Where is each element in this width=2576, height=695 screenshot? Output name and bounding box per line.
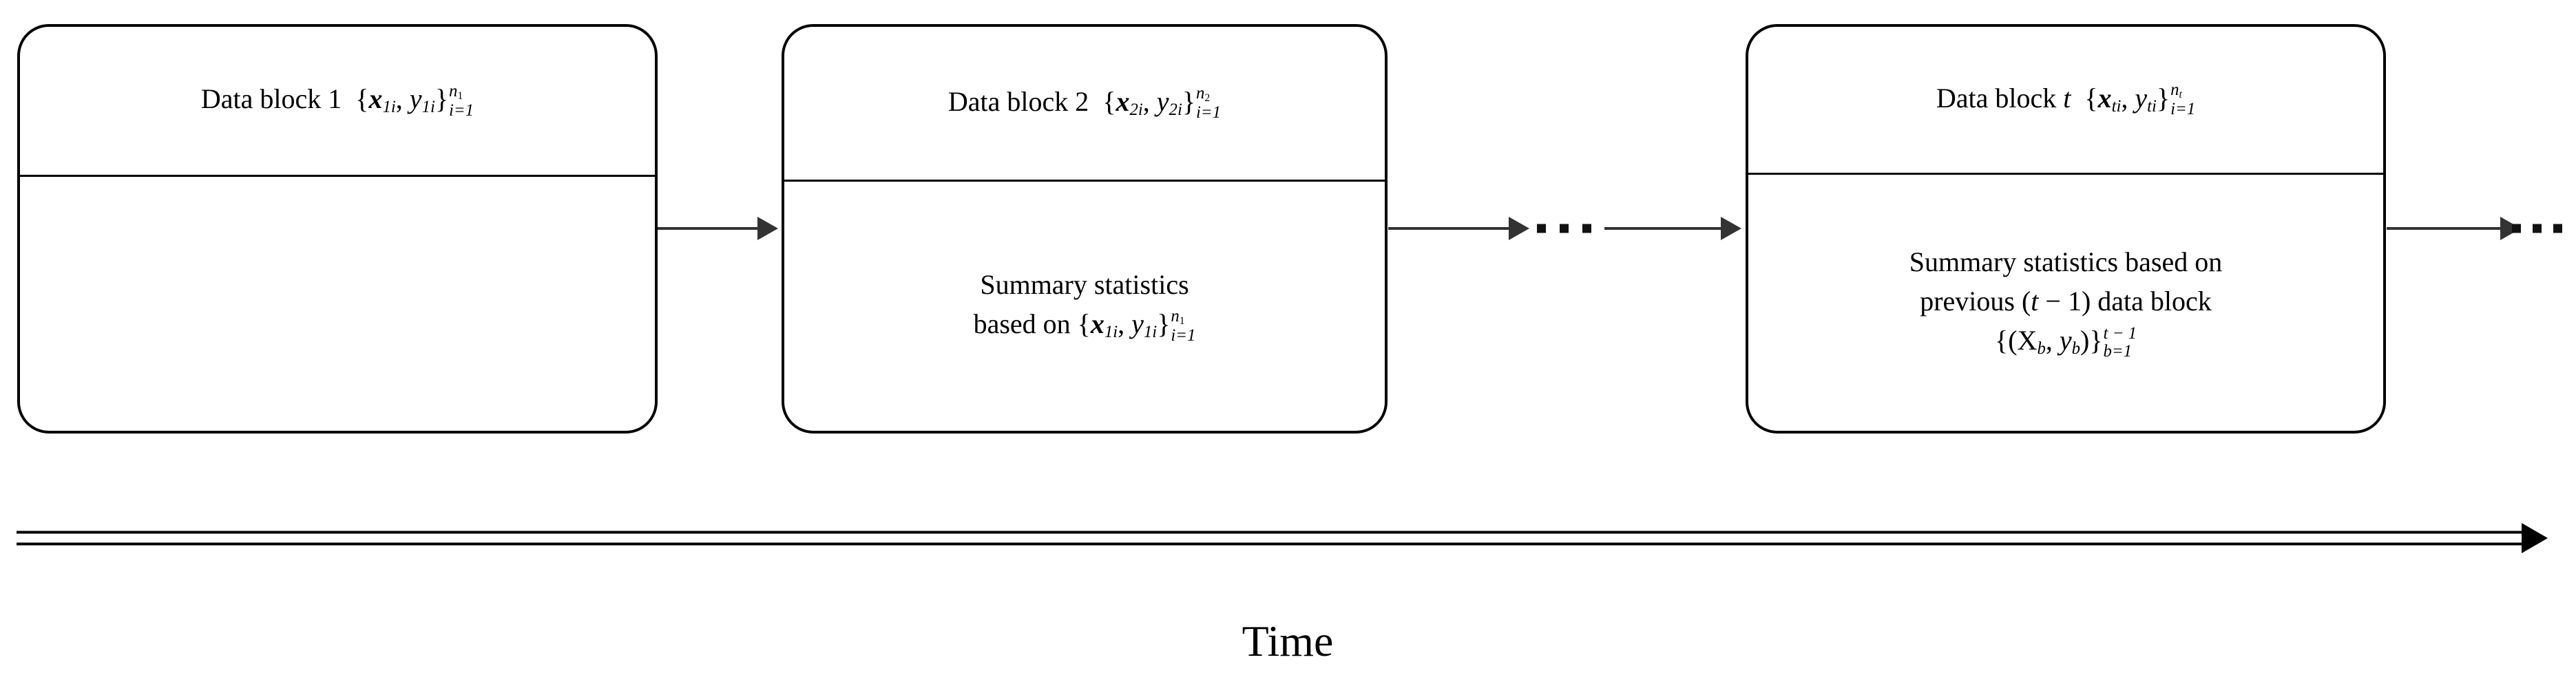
block-2-x-symbol: x [1116, 85, 1130, 117]
block-t-index-symbol: t [2063, 82, 2071, 114]
ellipsis-dot [2553, 224, 2562, 233]
block-1-x-sub: 1i [382, 98, 396, 117]
block-2-comma: , [1142, 85, 1150, 117]
block-t-comma: , [2121, 82, 2128, 114]
time-axis-rule [17, 531, 2523, 546]
block-t-divider [1748, 173, 2383, 175]
block-t-X-symbol: X [2017, 324, 2038, 356]
block-t-x-sub: ti [2111, 97, 2122, 116]
block-1-x-symbol: x [368, 83, 383, 115]
block-2-divider [784, 180, 1385, 182]
block-t-header-prefix: Data block [1936, 82, 2057, 114]
block-2-x-sub: 2i [1129, 100, 1143, 120]
block-t-body-line-1: Summary statistics based on [1909, 246, 2223, 277]
block-1-divider [20, 175, 655, 177]
ellipsis-right [2512, 224, 2562, 233]
ellipsis-dot [1560, 224, 1569, 233]
block-1-comma: , [395, 83, 403, 115]
block-1-y-symbol: y [409, 83, 422, 115]
block-t-body-line-2: previous (t − 1) data block [1920, 285, 2212, 317]
time-axis-arrowhead [2522, 523, 2548, 553]
block-1-body [20, 175, 655, 431]
block-2-y-sub: 2i [1169, 100, 1182, 120]
ellipsis-dot [2512, 224, 2521, 233]
ellipsis-dot [1582, 224, 1591, 233]
ellipsis-dot [1537, 224, 1546, 233]
block-t-y-symbol: y [2135, 82, 2148, 114]
ellipsis-middle [1537, 224, 1591, 233]
block-1-header-prefix: Data block 1 [200, 83, 342, 115]
block-2-header-prefix: Data block 2 [947, 85, 1089, 117]
block-2-body-line-1: Summary statistics [980, 269, 1189, 301]
block-t-body: Summary statistics based on previous (t … [1748, 173, 2383, 431]
block-1-y-sub: 1i [421, 98, 435, 117]
block-t-x-symbol: x [2097, 82, 2112, 114]
block-2-body: Summary statistics based on {x1i, y1i}n1… [784, 180, 1385, 431]
time-axis-label: Time [1242, 617, 1334, 665]
block-t-y-sub: ti [2147, 97, 2157, 116]
ellipsis-dot [2533, 224, 2542, 233]
block-2-y-symbol: y [1156, 85, 1169, 117]
